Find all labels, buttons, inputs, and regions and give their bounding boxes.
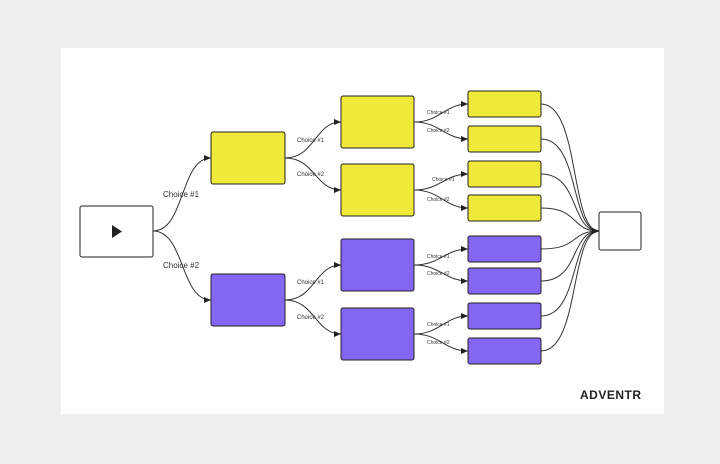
edge-label-p2b-choice2: Choice #2 [427, 340, 450, 346]
brand-logo: ADVENTR [580, 388, 642, 402]
connector-y2a-to-y3b [413, 121, 469, 142]
connector-p1-to-p2a [284, 262, 342, 301]
play-icon [112, 225, 122, 238]
connector-y2b-to-y3d [413, 189, 469, 211]
node-purple-l3b [467, 267, 542, 295]
node-yellow-l3a [467, 90, 542, 118]
connector-y3a-to-end [540, 103, 600, 234]
edge-label-p2a-choice2: Choice #2 [427, 271, 450, 277]
edge-label-p1-choice2: Choice #2 [297, 315, 325, 321]
connector-y2b-to-y3c [413, 171, 469, 191]
connector-start-to-purple [152, 230, 212, 303]
node-yellow-l1 [210, 131, 286, 185]
connector-p3b-to-end [540, 228, 600, 282]
connector-y2a-to-y3a [413, 101, 469, 123]
edge-label-p2b-choice1: Choice #1 [427, 322, 450, 328]
node-yellow-l2a [340, 95, 415, 149]
connector-p1-to-p2b [284, 299, 342, 337]
connector-y3b-to-end [540, 138, 600, 234]
connector-p3a-to-end [540, 228, 600, 250]
edge-label-y2b-choice1: Choice #1 [432, 177, 455, 183]
node-yellow-l3d [467, 194, 542, 222]
connector-y1-to-y2a [284, 119, 342, 159]
edge-label-y2a-choice2: Choice #2 [427, 128, 450, 134]
edge-label-y1-choice2: Choice #2 [297, 172, 325, 178]
edge-label-p2a-choice1: Choice #1 [427, 254, 450, 260]
node-purple-l1 [210, 273, 286, 327]
connector-y1-to-y2b [284, 157, 342, 193]
edge-label-y1-choice1: Choice #1 [297, 138, 325, 144]
connector-p2b-to-p3d [413, 333, 469, 354]
end-node [598, 211, 642, 251]
node-yellow-l3b [467, 125, 542, 153]
connector-p3d-to-end [540, 228, 600, 352]
node-purple-l3c [467, 302, 542, 330]
node-purple-l3a [467, 235, 542, 263]
edge-label-y2b-choice2: Choice #2 [427, 197, 450, 203]
connector-y3c-to-end [540, 173, 600, 234]
node-purple-l2b [340, 307, 415, 361]
connector-start-to-yellow [152, 155, 212, 232]
edge-label-start-choice1: Choice #1 [163, 190, 200, 199]
node-yellow-l3c [467, 160, 542, 188]
edge-label-start-choice2: Choice #2 [163, 261, 200, 270]
edge-label-p1-choice1: Choice #1 [297, 280, 325, 286]
node-purple-l2a [340, 238, 415, 292]
connector-p2a-to-p3b [413, 264, 469, 284]
node-purple-l3d [467, 337, 542, 365]
connector-p2b-to-p3c [413, 313, 469, 335]
connector-p2a-to-p3a [413, 246, 469, 266]
node-yellow-l2b [340, 163, 415, 217]
connectors [152, 101, 600, 354]
connector-p3c-to-end [540, 228, 600, 317]
edge-label-y2a-choice1: Choice #1 [427, 110, 450, 116]
connector-y3d-to-end [540, 207, 600, 234]
